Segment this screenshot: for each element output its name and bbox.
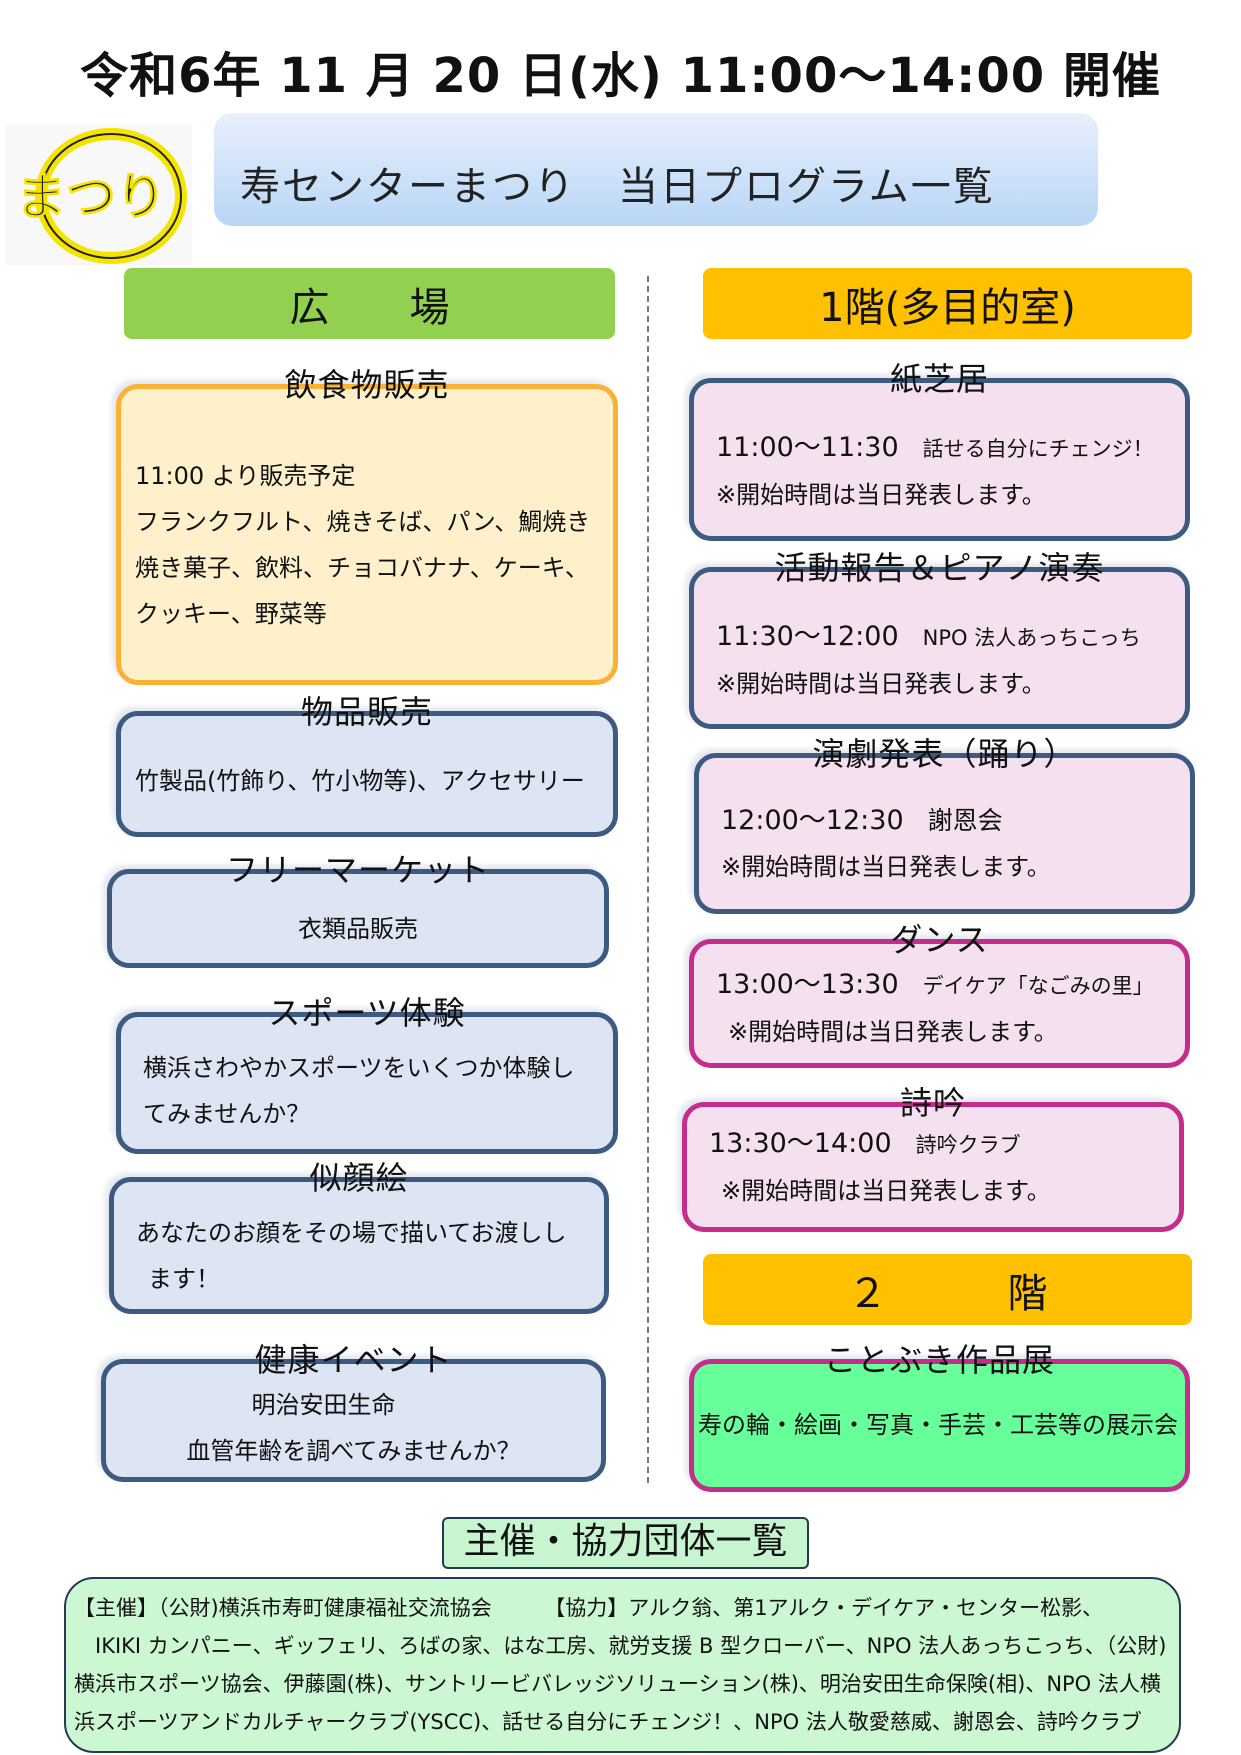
- food-sales-card: 飲食物販売 11:00 より販売予定 フランクフルト、焼きそば、パン、鯛焼き 焼…: [116, 366, 618, 685]
- card-title: スポーツ体験: [268, 994, 466, 1032]
- flea-market-card: フリーマーケット 衣類品販売: [107, 851, 609, 968]
- start-note: ※開始時間は当日発表します。: [721, 853, 1051, 881]
- organizers-title: 主催・協力団体一覧: [442, 1517, 809, 1569]
- card-line: 竹製品(竹飾り、竹小物等)、アクセサリー: [135, 767, 585, 795]
- card-line: 焼き菓子、飲料、チョコバナナ、ケーキ、: [135, 554, 589, 582]
- card-line: 横浜さわやかスポーツをいくつか体験し: [143, 1054, 575, 1082]
- event-time: 11:30～12:00: [716, 621, 899, 652]
- performer: デイケア「なごみの里」: [922, 974, 1154, 998]
- org-line: 横浜市スポーツ協会、伊藤園(株)、サントリービバレッジソリューション(株)、明治…: [74, 1672, 1161, 1696]
- card-title: ダンス: [890, 921, 989, 959]
- org-line: IKIKI カンパニー、ギッフェリ、ろばの家、はな工房、就労支援 B 型クローバ…: [74, 1634, 1167, 1658]
- card-title: 物品販売: [300, 693, 433, 731]
- svg-text:まつり: まつり: [16, 168, 166, 226]
- card-title: 飲食物販売: [284, 366, 450, 404]
- card-title: フリーマーケット: [225, 851, 490, 889]
- event-date-title: 令和6年 11 月 20 日(水) 11:00～14:00 開催: [80, 48, 1161, 104]
- matsuri-logo: まつり: [6, 124, 192, 265]
- card-line: 明治安田生命: [251, 1391, 396, 1419]
- card-line: ます！: [148, 1265, 220, 1293]
- start-note: ※開始時間は当日発表します。: [728, 1018, 1058, 1046]
- card-title: 演劇発表（踊り）: [812, 735, 1077, 773]
- event-time: 11:00～11:30: [716, 432, 899, 463]
- card-title: 詩吟: [899, 1084, 966, 1122]
- kamishibai-card: 紙芝居 11:00～11:30 話せる自分にチェンジ！ ※開始時間は当日発表しま…: [689, 360, 1190, 541]
- start-note: ※開始時間は当日発表します。: [716, 670, 1046, 698]
- card-title: ことぶき作品展: [823, 1341, 1055, 1379]
- card-title: 健康イベント: [254, 1341, 453, 1379]
- org-line: 浜スポーツアンドカルチャークラブ(YSCC)、話せる自分にチェンジ！、NPO 法…: [74, 1710, 1142, 1734]
- start-note: ※開始時間は当日発表します。: [716, 481, 1046, 509]
- event-time: 13:30～14:00: [709, 1128, 892, 1159]
- sports-card: スポーツ体験 横浜さわやかスポーツをいくつか体験し てみませんか？: [116, 994, 618, 1154]
- activity-report-card: 活動報告＆ピアノ演奏 11:30～12:00 NPO 法人あっちこっち ※開始時…: [689, 549, 1190, 729]
- performer: NPO 法人あっちこっち: [922, 626, 1141, 650]
- card-title: 活動報告＆ピアノ演奏: [774, 549, 1105, 587]
- program-header: 寿センターまつり 当日プログラム一覧: [214, 113, 1098, 226]
- org-line: 【主催】（公財)横浜市寿町健康福祉交流協会 【協力】アルク翁、第1アルク・デイケ…: [74, 1596, 1104, 1620]
- card-line: あなたのお顔をその場で描いてお渡しし: [136, 1219, 567, 1247]
- card-title: 紙芝居: [889, 360, 989, 398]
- performer: 謝恩会: [927, 806, 1003, 835]
- card-line: 寿の輪・絵画・写真・手芸・工芸等の展示会: [698, 1411, 1178, 1439]
- card-line: 衣類品販売: [298, 915, 418, 943]
- card-line: クッキー、野菜等: [135, 600, 327, 628]
- card-line: 血管年齢を調べてみませんか？: [186, 1437, 521, 1465]
- event-time: 13:00～13:30: [716, 969, 899, 1000]
- dance-card: ダンス 13:00～13:30 デイケア「なごみの里」 ※開始時間は当日発表しま…: [689, 921, 1190, 1068]
- start-note: ※開始時間は当日発表します。: [721, 1177, 1051, 1205]
- plaza-section-header: 広 場: [124, 268, 615, 339]
- card-line: てみませんか？: [143, 1100, 311, 1128]
- goods-sales-card: 物品販売 竹製品(竹飾り、竹小物等)、アクセサリー: [116, 693, 618, 837]
- exhibition-card: ことぶき作品展 寿の輪・絵画・写真・手芸・工芸等の展示会: [689, 1341, 1190, 1492]
- performer: 話せる自分にチェンジ！: [922, 437, 1154, 461]
- portrait-card: 似顔絵 あなたのお顔をその場で描いてお渡しし ます！: [109, 1159, 609, 1314]
- card-line: フランクフルト、焼きそば、パン、鯛焼き: [135, 508, 591, 536]
- organizers-list: 【主催】（公財)横浜市寿町健康福祉交流協会 【協力】アルク翁、第1アルク・デイケ…: [64, 1577, 1181, 1753]
- event-time: 12:00～12:30: [721, 805, 904, 836]
- floor1-section-header: 1階(多目的室): [703, 268, 1192, 339]
- shigin-card: 詩吟 13:30～14:00 詩吟クラブ ※開始時間は当日発表します。: [682, 1084, 1184, 1232]
- drama-card: 演劇発表（踊り） 12:00～12:30 謝恩会 ※開始時間は当日発表します。: [694, 735, 1195, 914]
- health-event-card: 健康イベント 明治安田生命 血管年齢を調べてみませんか？: [101, 1341, 606, 1482]
- card-title: 似顔絵: [309, 1159, 409, 1197]
- performer: 詩吟クラブ: [915, 1133, 1021, 1157]
- floor2-section-header: ２ 階: [703, 1254, 1192, 1325]
- column-divider: [647, 276, 649, 1483]
- card-line: 11:00 より販売予定: [135, 462, 356, 490]
